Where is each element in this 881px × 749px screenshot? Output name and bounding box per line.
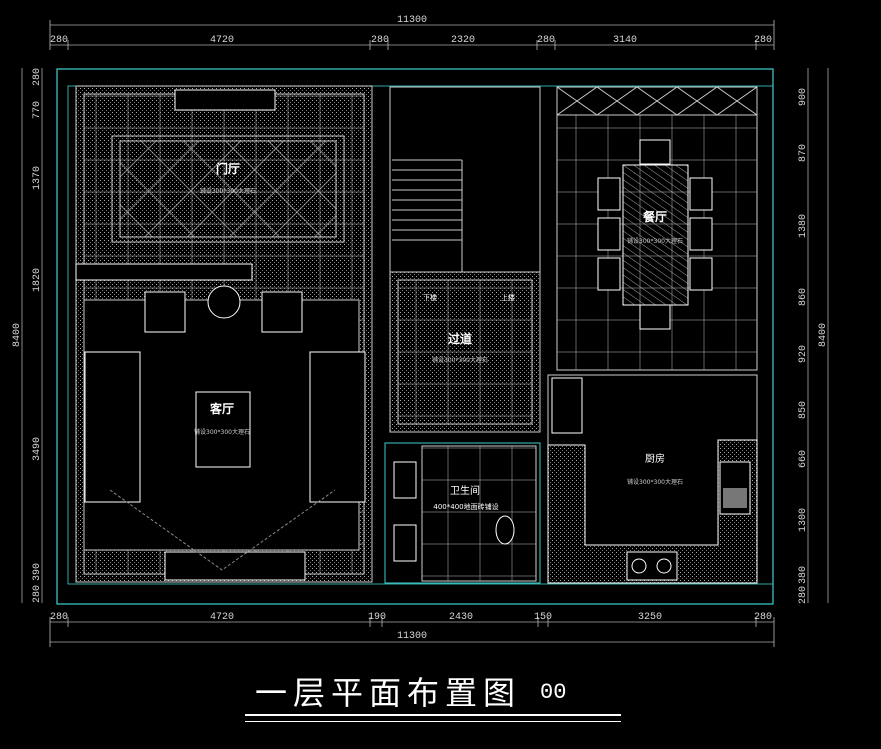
kitchen-note: 铺设300*300大理石 xyxy=(627,478,683,486)
staircase xyxy=(389,86,541,273)
svg-text:4720: 4720 xyxy=(210,612,234,623)
svg-text:380: 380 xyxy=(798,566,809,584)
svg-text:11300: 11300 xyxy=(397,631,427,642)
stairs-down-label: 下楼 xyxy=(423,293,437,302)
svg-text:280: 280 xyxy=(32,585,43,603)
dining-area xyxy=(556,86,758,371)
entry-label: 门厅 xyxy=(216,161,240,176)
svg-text:3250: 3250 xyxy=(638,612,662,623)
svg-text:1380: 1380 xyxy=(798,214,809,238)
bottom-dimensions: 280 4720 190 2430 150 3250 280 11300 xyxy=(50,612,772,642)
kitchen-label: 厨房 xyxy=(645,452,665,465)
svg-text:870: 870 xyxy=(798,144,809,162)
svg-text:3490: 3490 xyxy=(32,437,43,461)
title-underline-thin xyxy=(245,721,621,722)
bathroom-area xyxy=(384,442,541,584)
living-label: 客厅 xyxy=(209,401,234,416)
svg-text:860: 860 xyxy=(798,288,809,306)
right-dimensions: 8400 900 870 1380 860 920 850 660 1300 3… xyxy=(798,88,829,604)
svg-text:1300: 1300 xyxy=(798,508,809,532)
title-underline xyxy=(245,714,621,716)
svg-text:280: 280 xyxy=(798,586,809,604)
svg-text:1370: 1370 xyxy=(32,166,43,190)
svg-text:190: 190 xyxy=(368,612,386,623)
kitchen-area xyxy=(547,374,758,584)
svg-text:770: 770 xyxy=(32,101,43,119)
svg-text:850: 850 xyxy=(798,401,809,419)
stairs-up-label: 上楼 xyxy=(501,293,515,302)
corridor-note: 铺设300*300大理石 xyxy=(432,356,488,364)
top-dimensions: 11300 280 4720 280 2320 280 3140 280 xyxy=(50,15,772,46)
svg-text:280: 280 xyxy=(371,35,389,46)
svg-text:2320: 2320 xyxy=(451,35,475,46)
svg-text:8400: 8400 xyxy=(818,323,829,347)
svg-text:2430: 2430 xyxy=(449,612,473,623)
svg-text:150: 150 xyxy=(534,612,552,623)
svg-text:1820: 1820 xyxy=(32,268,43,292)
svg-text:280: 280 xyxy=(537,35,555,46)
svg-text:4720: 4720 xyxy=(210,35,234,46)
svg-text:900: 900 xyxy=(798,88,809,106)
svg-text:8400: 8400 xyxy=(12,323,23,347)
svg-text:280: 280 xyxy=(50,612,68,623)
svg-text:920: 920 xyxy=(798,345,809,363)
svg-text:280: 280 xyxy=(50,35,68,46)
svg-text:3140: 3140 xyxy=(613,35,637,46)
bathroom-note: 400*400地面砖铺设 xyxy=(433,502,498,511)
living-entry-area xyxy=(75,85,373,583)
dining-note: 铺设300*300大理石 xyxy=(627,237,683,245)
corridor-label: 过道 xyxy=(448,331,472,346)
svg-text:280: 280 xyxy=(754,35,772,46)
svg-text:390: 390 xyxy=(32,563,43,581)
svg-text:11300: 11300 xyxy=(397,15,427,26)
dimension-lines xyxy=(21,20,829,647)
corridor-area xyxy=(389,271,541,433)
inner-wall xyxy=(67,85,774,585)
svg-text:280: 280 xyxy=(754,612,772,623)
drawing-scale: 00 xyxy=(540,680,567,705)
drawing-title: 一层平面布置图 xyxy=(255,674,522,712)
dining-label: 餐厅 xyxy=(643,209,667,224)
svg-text:280: 280 xyxy=(32,68,43,86)
svg-text:660: 660 xyxy=(798,450,809,468)
living-note: 铺设300*300大理石 xyxy=(194,428,250,436)
left-dimensions: 8400 280 770 1370 1820 3490 390 280 xyxy=(12,68,43,603)
bathroom-label: 卫生间 xyxy=(450,484,480,497)
entry-note: 铺设300*300大理石 xyxy=(200,187,256,195)
